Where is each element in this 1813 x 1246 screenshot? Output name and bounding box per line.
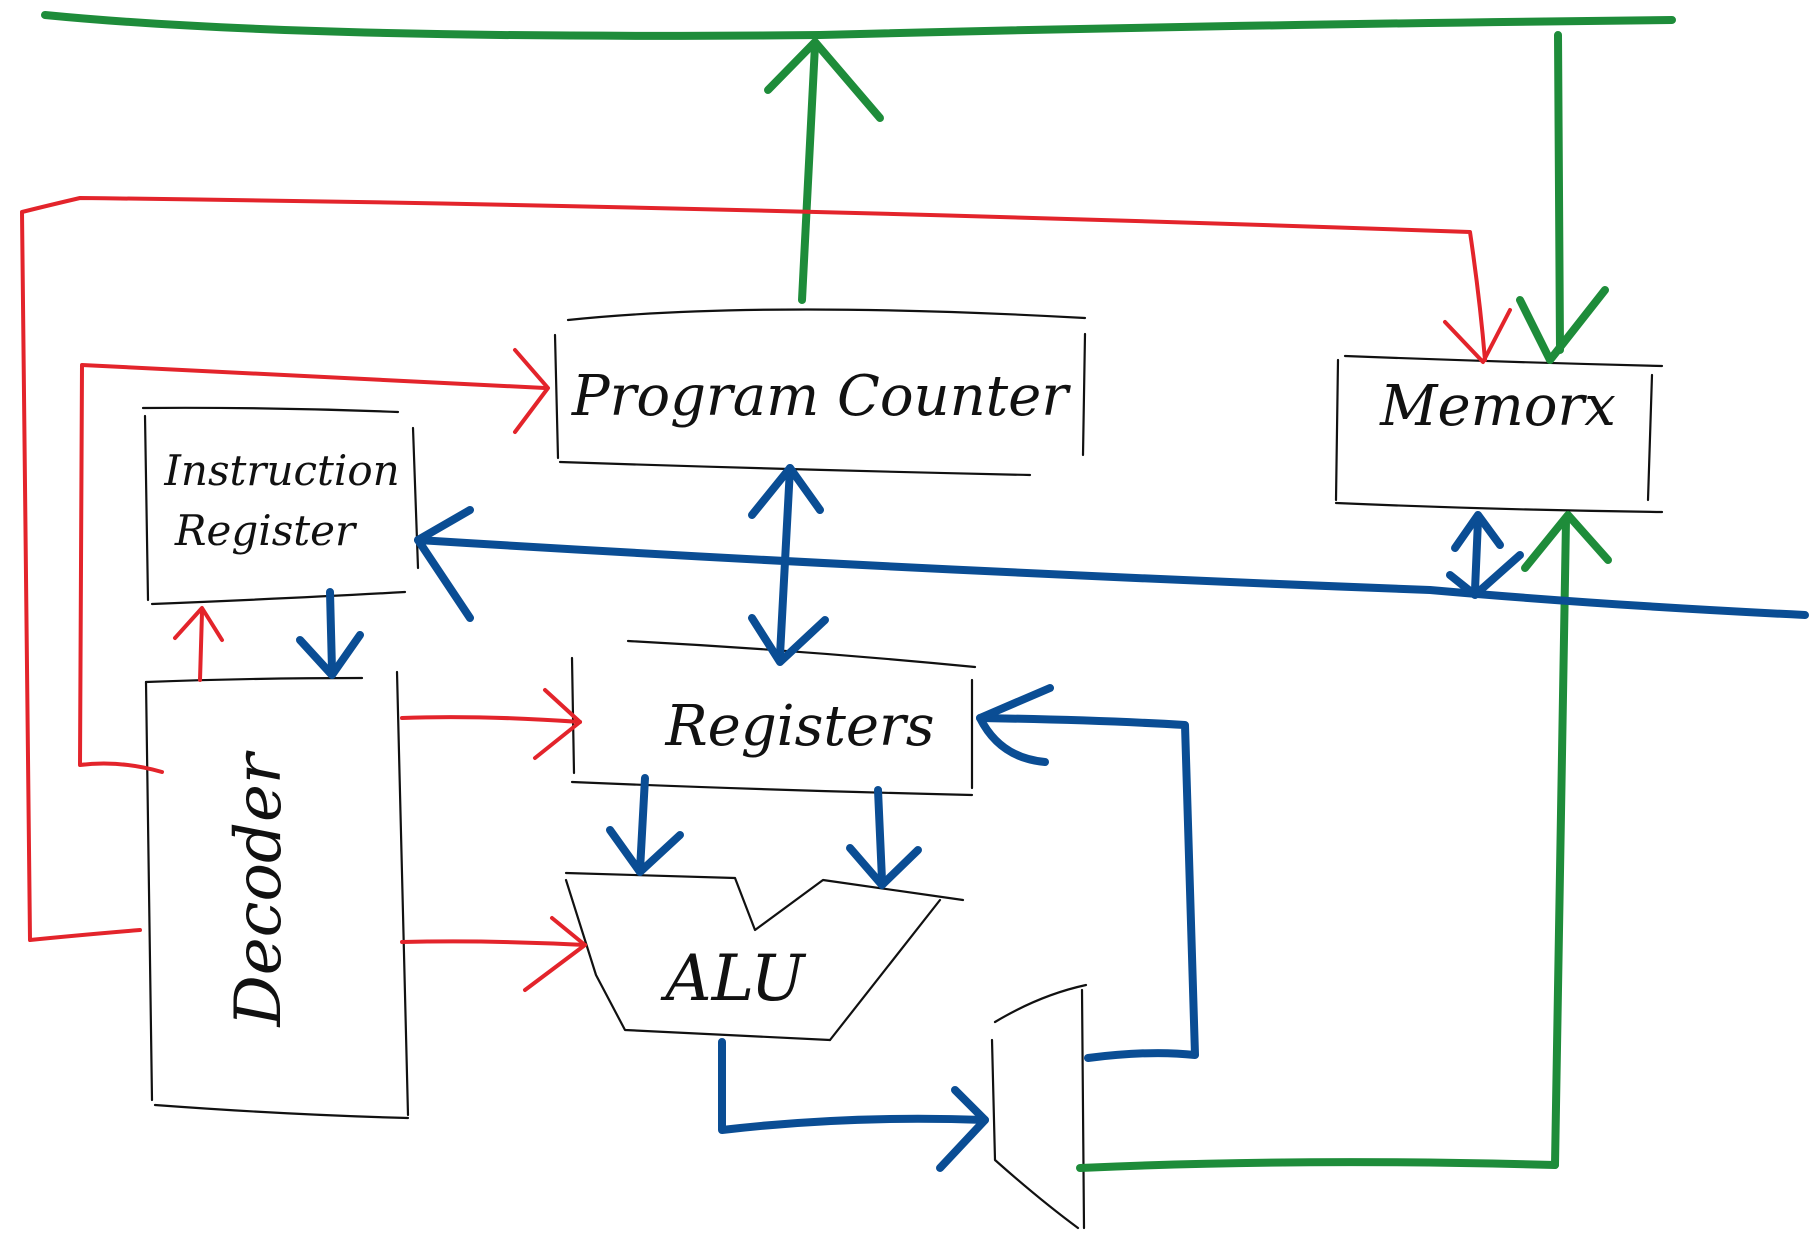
decoder-label: Decoder [222,750,296,1027]
alu-shape: ALU [564,871,965,1042]
memory-box: Memorx [1334,354,1664,514]
control-lines [20,196,1512,992]
alu-label: ALU [660,942,806,1016]
program-counter-label: Program Counter [571,364,1071,429]
instruction-register-label-line1: Instruction [163,446,399,495]
memory-label: Memorx [1379,374,1616,439]
registers-label: Registers [665,694,935,759]
address-bus [41,11,1676,1172]
multiplexer-shape [990,983,1088,1230]
data-bus [296,464,1809,1172]
instruction-register-label-line2: Register [174,506,358,555]
decoder-box: Decoder [144,670,410,1120]
program-counter-box: Program Counter [553,308,1087,477]
registers-box: Registers [570,639,977,797]
instruction-register-box: Instruction Register [141,406,420,606]
